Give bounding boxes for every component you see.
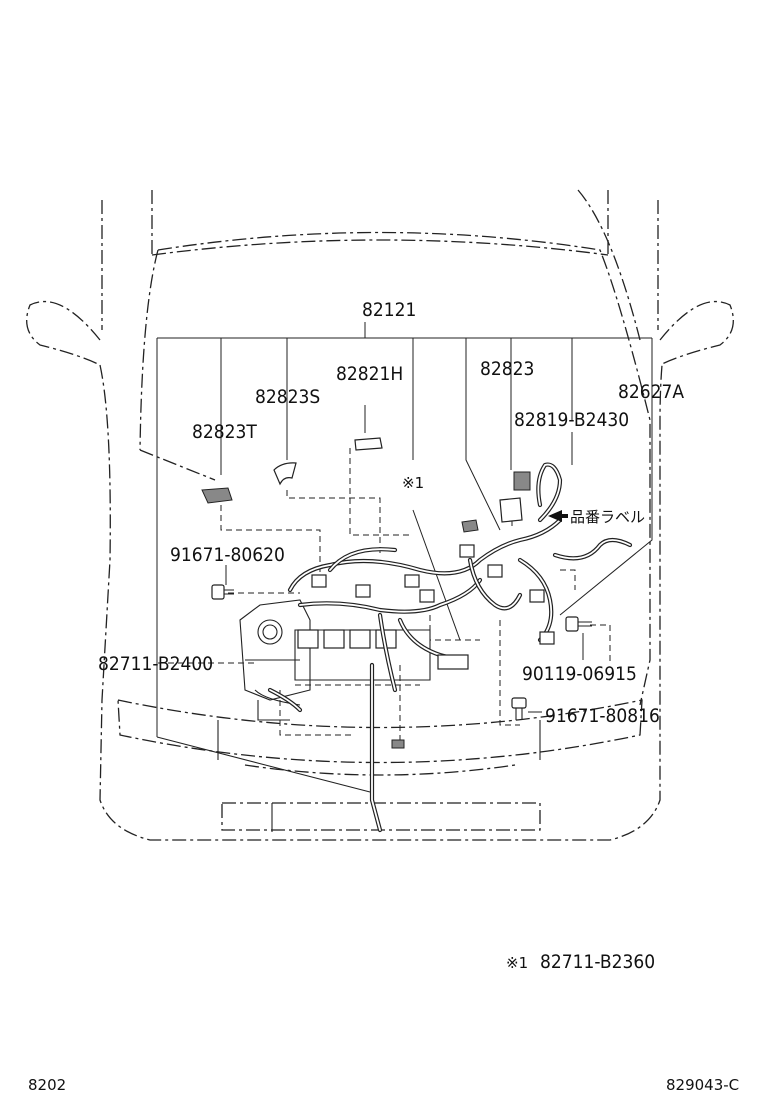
label-82821H: 82821H [336,363,403,385]
arrow-left-icon [548,510,568,522]
label-82121: 82121 [362,299,416,321]
label-90119-06915: 90119-06915 [522,663,637,685]
engine-block [239,599,431,721]
bolt-icon [565,616,592,632]
label-82819-B2430: 82819-B2430 [514,409,629,431]
label-82823: 82823 [480,358,534,380]
connector-icon [419,589,435,603]
connector-icon [391,739,405,749]
footnote-part: 82711-B2360 [540,951,655,973]
bolt-icon [211,584,234,600]
footnote-mark: ※1 [506,954,528,972]
connector-icon [459,544,475,558]
connector-icon [354,437,383,451]
part-leaders [225,565,584,713]
label-91671-80816: 91671-80816 [545,705,660,727]
footer-right-code: 829043-C [666,1076,739,1094]
harness-parts [201,437,555,749]
connector-icon [487,564,503,578]
wiring-harness [267,462,633,833]
label-82823T: 82823T [192,421,257,443]
connector-icon [311,574,327,588]
connector-icon [499,497,523,523]
part-number-label-note: 品番ラベル [570,508,645,526]
label-91671-80620: 91671-80620 [170,544,285,566]
label-82627A: 82627A [618,381,684,403]
clamp-icon [513,471,531,491]
bolt-icon [511,697,527,720]
label-82711-B2400: 82711-B2400 [98,653,213,675]
clamp-icon [273,462,297,486]
vehicle-outline [26,189,734,841]
connector-icon [529,589,545,603]
connector-icon [461,519,479,533]
reference-mark: ※1 [402,474,424,492]
footer-left-code: 8202 [28,1076,66,1094]
connector-icon [355,584,371,598]
connector-icon [539,631,555,645]
label-82823S: 82823S [255,386,320,408]
connector-icon [404,574,420,588]
clamp-icon [201,487,233,504]
connector-icon [437,654,469,670]
bolts [211,584,592,720]
